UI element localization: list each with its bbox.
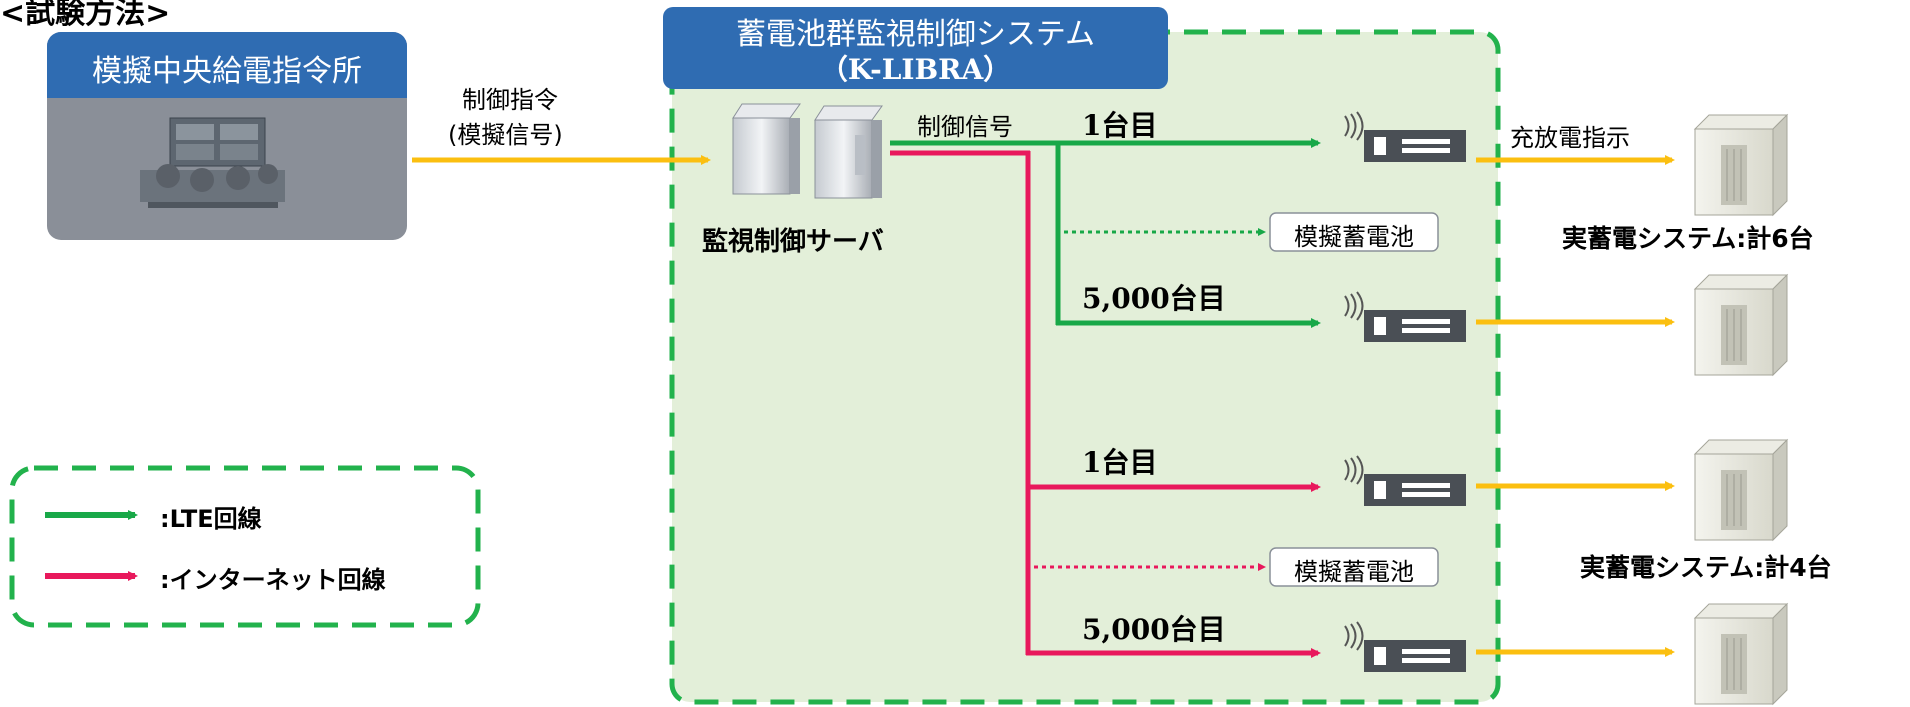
- battery-cabinet-icon-4: [1693, 602, 1789, 706]
- battery-cabinet-icon-2: [1693, 273, 1789, 377]
- charge-arrows: [1476, 155, 1675, 657]
- unit-1-inet-label: 1台目: [1082, 446, 1158, 479]
- legend-lte-label: :LTE回線: [160, 505, 262, 533]
- server-icon: [732, 103, 883, 199]
- real-system-group-1-label: 実蓄電システム:計6台: [1562, 224, 1814, 253]
- central-dispatch-title: 模擬中央給電指令所: [92, 54, 362, 89]
- system-title-box: [663, 7, 1168, 89]
- real-system-group-2-label: 実蓄電システム:計4台: [1580, 553, 1832, 582]
- battery-cabinet-icon-3: [1693, 438, 1789, 542]
- lte-lines: [890, 138, 1321, 328]
- wireless-device-1: [1344, 111, 1466, 162]
- unit-1-lte-label: 1台目: [1082, 109, 1158, 142]
- sim-battery-box-2: [1269, 547, 1439, 587]
- unit-5000-lte-label: 5,000台目: [1082, 282, 1226, 315]
- sim-battery-label-1: 模擬蓄電池: [1294, 223, 1414, 251]
- operators-icon: [140, 117, 285, 208]
- control-command-label-2: (模擬信号): [448, 121, 563, 149]
- charge-command-label: 充放電指示: [1510, 124, 1630, 152]
- wireless-device-3: [1344, 455, 1466, 506]
- page-title: <試験方法>: [0, 0, 171, 31]
- system-title-line2: （K-LIBRA）: [819, 53, 1012, 86]
- internet-lines: [890, 150, 1321, 658]
- wireless-device-4: [1344, 621, 1466, 672]
- legend-internet-label: :インターネット回線: [160, 566, 386, 594]
- unit-5000-inet-label: 5,000台目: [1082, 613, 1226, 646]
- control-signal-label: 制御信号: [917, 113, 1013, 141]
- legend-box: [9, 465, 481, 628]
- sim-battery-box-1: [1269, 212, 1439, 252]
- sim-battery-label-2: 模擬蓄電池: [1294, 558, 1414, 586]
- wireless-device-2: [1344, 291, 1466, 342]
- server-label: 監視制御サーバ: [702, 227, 884, 257]
- control-command-label-1: 制御指令: [462, 86, 558, 114]
- battery-cabinet-icon-1: [1693, 113, 1789, 217]
- system-title-line1: 蓄電池群監視制御システム: [735, 17, 1096, 52]
